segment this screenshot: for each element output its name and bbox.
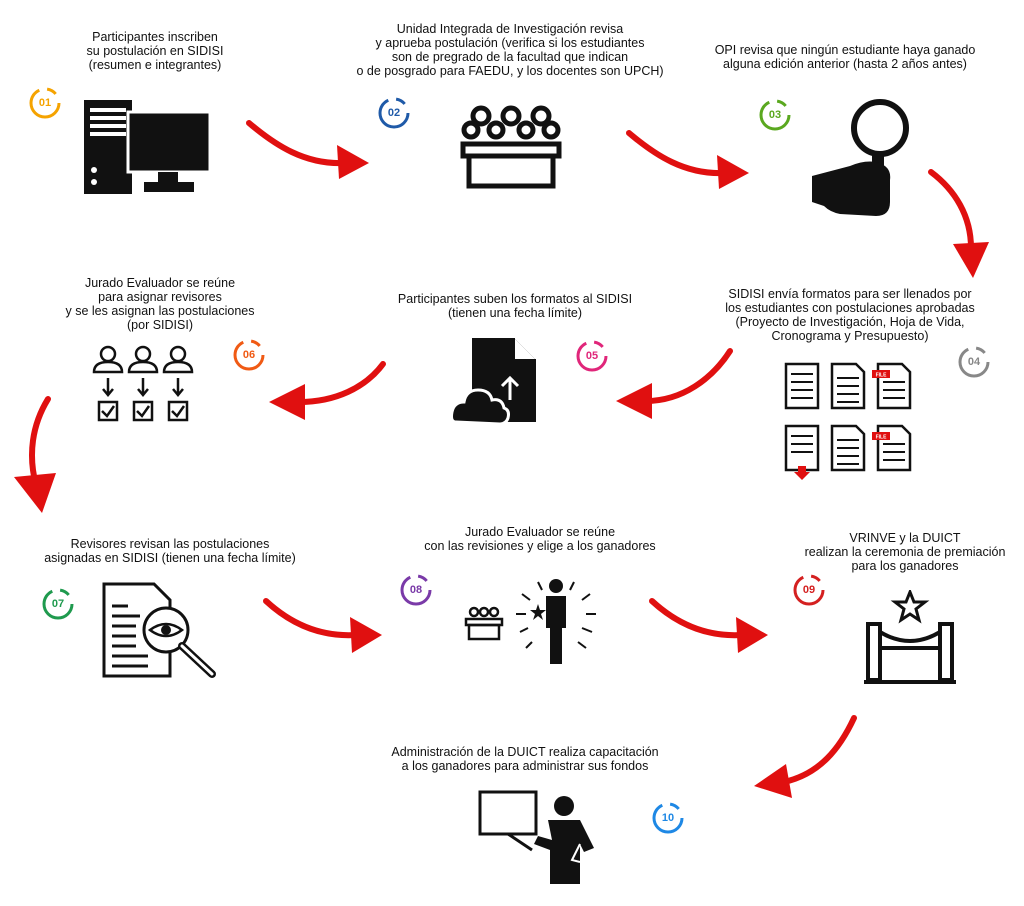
- jury-winner-icon: [464, 579, 596, 664]
- computer-icon: [84, 100, 212, 194]
- step-05-caption: Participantes suben los formatos al SIDI…: [397, 292, 633, 320]
- step-01-caption: Participantes inscriben su postulación e…: [86, 30, 224, 72]
- arrow-04-to-05: [616, 348, 733, 419]
- step-03-badge: 03: [758, 98, 792, 132]
- step-02-badge: 02: [377, 96, 411, 130]
- step-08-caption: Jurado Evaluador se reúne con las revisi…: [424, 525, 656, 553]
- step-07-caption: Revisores revisan las postulaciones asig…: [44, 537, 296, 565]
- file-label: FILE: [876, 435, 887, 441]
- step-05-number: 05: [585, 350, 599, 362]
- step-03-number: 03: [768, 109, 782, 121]
- step-10-number: 10: [661, 812, 675, 824]
- step-06-caption: Jurado Evaluador se reúne para asignar r…: [65, 276, 255, 332]
- arrow-06-to-07: [14, 396, 56, 513]
- step-02-caption: Unidad Integrada de Investigación revisa…: [356, 22, 664, 78]
- documents-icon: FILE FILE: [784, 362, 912, 480]
- arrow-03-to-04: [928, 169, 989, 278]
- step-05-badge: 05: [575, 339, 609, 373]
- step-09-badge: 09: [792, 573, 826, 607]
- step-04-caption: SIDISI envía formatos para ser llenados …: [725, 287, 975, 343]
- assign-reviewers-icon: [92, 345, 194, 422]
- step-04-badge: 04: [957, 345, 991, 379]
- step-01-badge: 01: [28, 86, 62, 120]
- arrow-01-to-02: [246, 120, 369, 179]
- step-08-badge: 08: [399, 573, 433, 607]
- step-06-badge: 06: [232, 338, 266, 372]
- cloud-upload-document-icon: [450, 338, 536, 426]
- committee-table-icon: [460, 105, 562, 189]
- step-10-badge: 10: [651, 801, 685, 835]
- arrow-09-to-10: [754, 715, 857, 798]
- hand-magnifier-icon: [812, 99, 909, 216]
- arrow-05-to-06: [269, 361, 386, 420]
- step-03-caption: OPI revisa que ningún estudiante haya ga…: [714, 43, 976, 71]
- step-04-number: 04: [967, 356, 981, 368]
- presenter-training-icon: [478, 790, 594, 884]
- step-10-caption: Administración de la DUICT realiza capac…: [391, 745, 659, 773]
- award-ceremony-icon: [864, 590, 956, 684]
- step-07-number: 07: [51, 598, 65, 610]
- step-01-number: 01: [38, 97, 52, 109]
- step-09-number: 09: [802, 584, 816, 596]
- arrow-08-to-09: [649, 598, 768, 653]
- file-label: FILE: [876, 373, 887, 379]
- step-08-number: 08: [409, 584, 423, 596]
- step-07-badge: 07: [41, 587, 75, 621]
- step-02-number: 02: [387, 107, 401, 119]
- arrow-07-to-08: [263, 598, 382, 653]
- step-09-caption: VRINVE y la DUICT realizan la ceremonia …: [804, 531, 1006, 573]
- arrow-02-to-03: [626, 130, 749, 189]
- document-review-icon: [102, 582, 216, 678]
- step-06-number: 06: [242, 349, 256, 361]
